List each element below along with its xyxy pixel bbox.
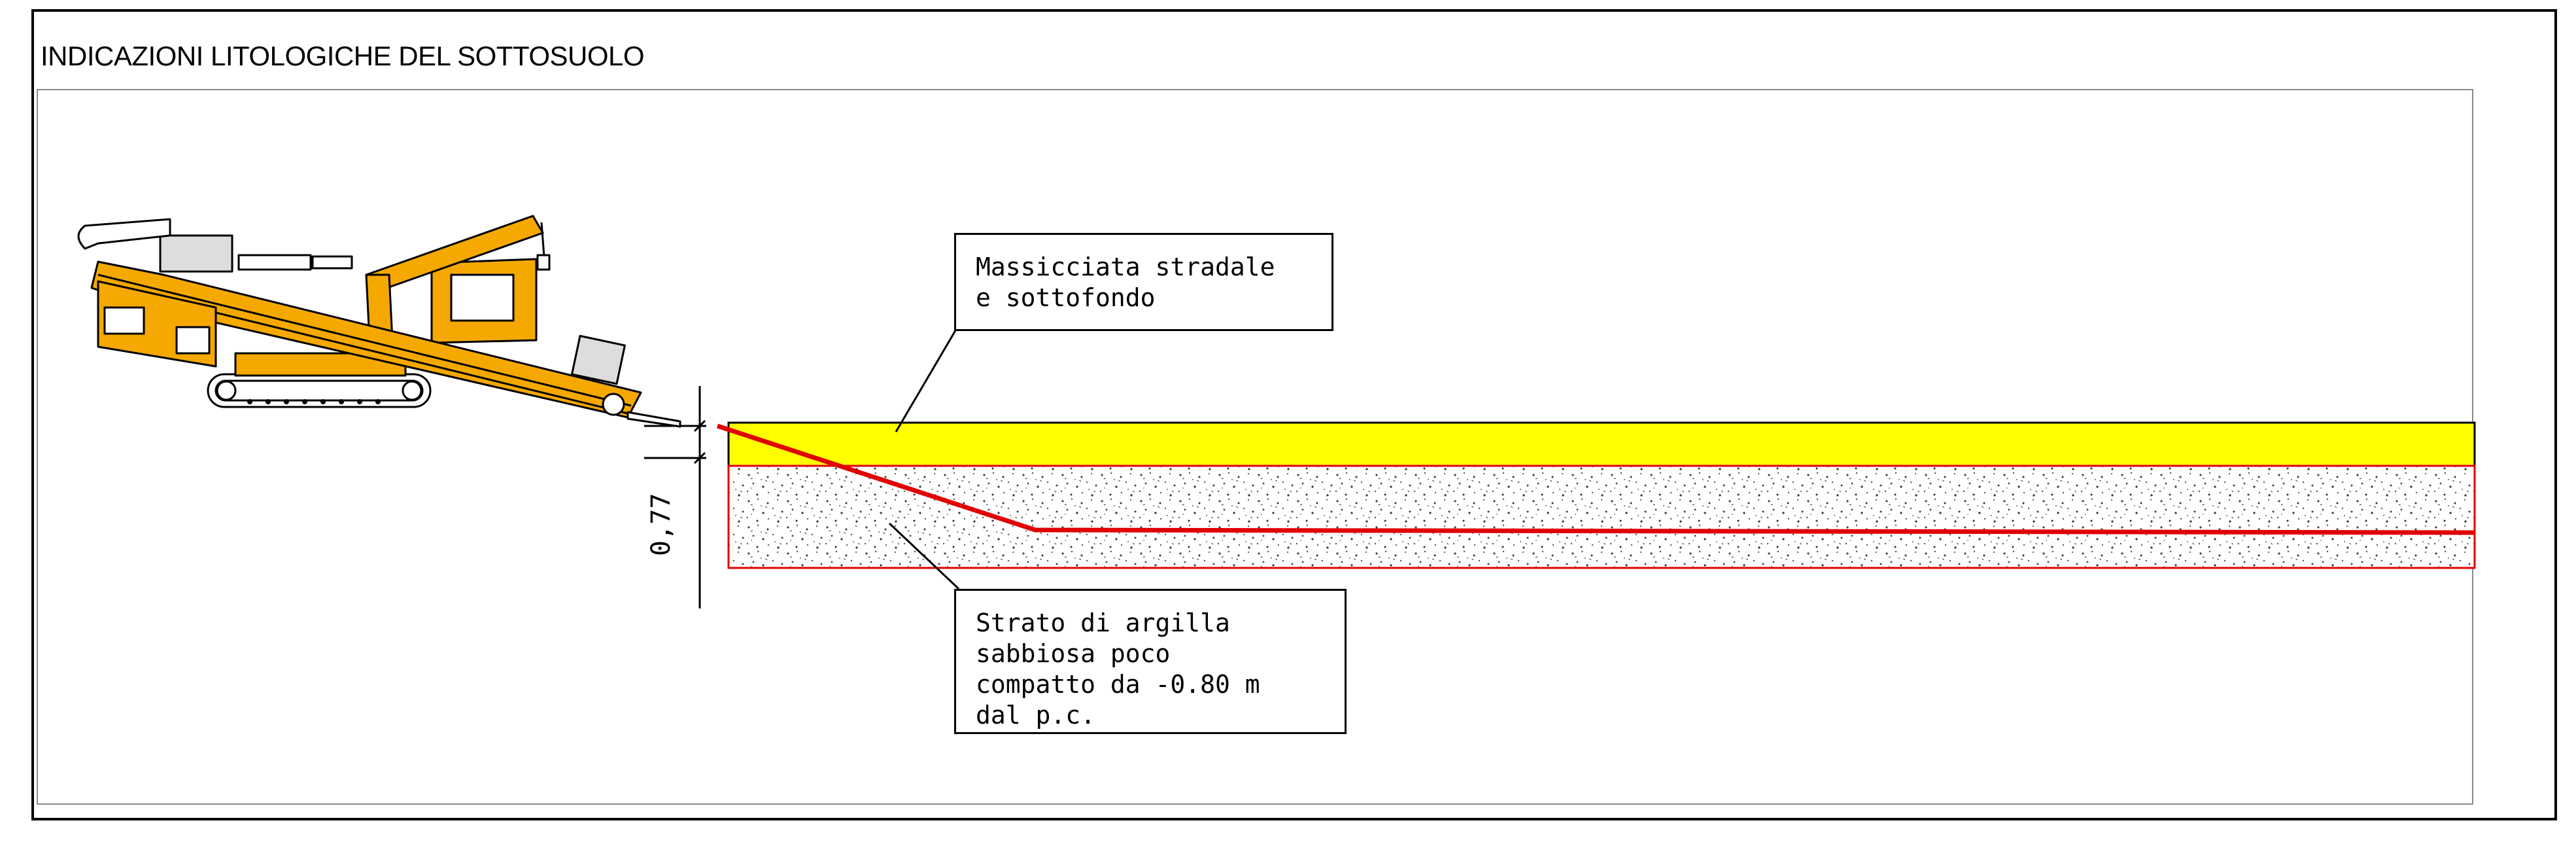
- clay-layer: [727, 465, 2476, 569]
- drawing-frame: [31, 9, 2557, 820]
- road-callout-leader: [895, 326, 959, 432]
- page-title: INDICAZIONI LITOLOGICHE DEL SOTTOSUOLO: [41, 41, 645, 71]
- depth-dimension: [644, 386, 706, 608]
- directional-drilling-rig-icon: [77, 215, 681, 428]
- clay-layer-callout: Strato di argilla sabbiosa poco compatto…: [954, 589, 1347, 734]
- clay-callout-leader: [888, 522, 960, 590]
- road-layer: [727, 421, 2476, 467]
- depth-dimension-label: 0,77: [646, 493, 676, 556]
- drill-path: [716, 423, 2475, 535]
- road-layer-callout: Massicciata stradale e sottofondo: [954, 233, 1333, 331]
